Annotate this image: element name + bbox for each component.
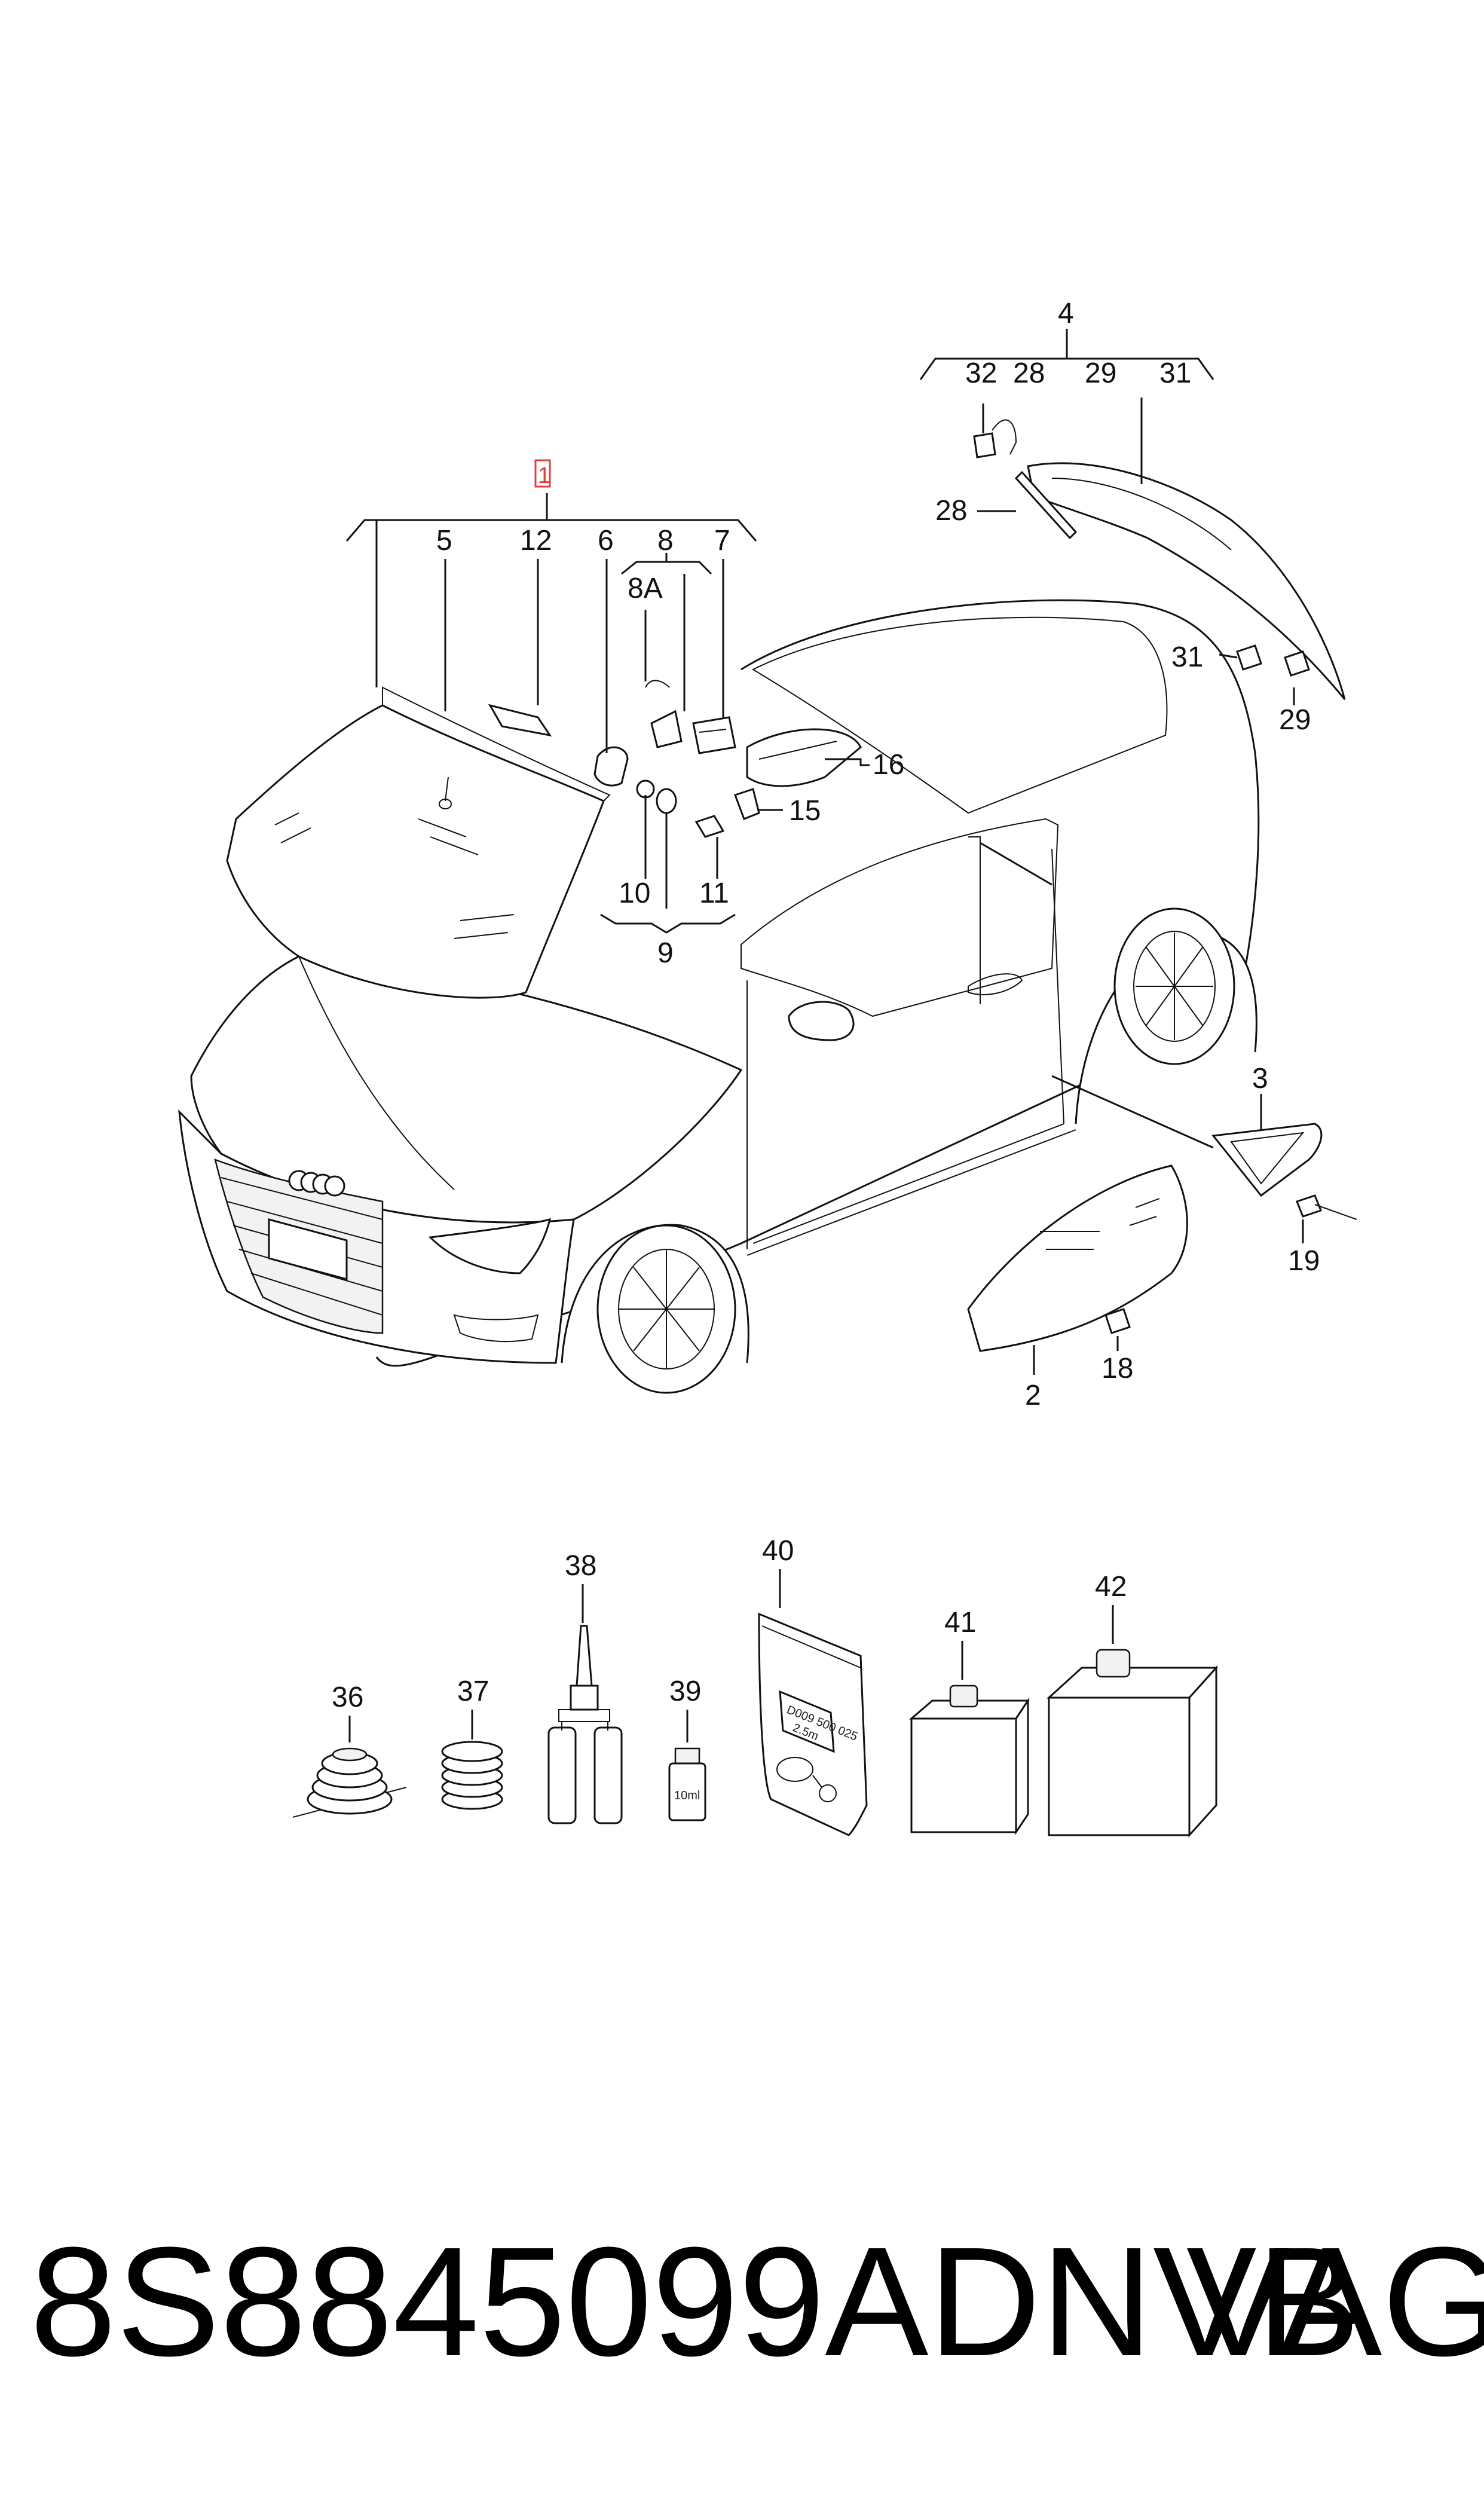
primer-vial: 10ml	[668, 1747, 706, 1821]
callout-3[interactable]: 3	[1252, 1063, 1268, 1095]
callout-7[interactable]: 7	[714, 525, 730, 557]
callout-1[interactable]: 1	[538, 463, 550, 488]
adhesive-pouch: D009 500 025 2.5m	[758, 1612, 868, 1836]
callout-38[interactable]: 38	[565, 1550, 596, 1582]
callout-29-top[interactable]: 29	[1085, 357, 1116, 389]
door-glass	[967, 1164, 1188, 1352]
callout-29[interactable]: 29	[1279, 704, 1311, 736]
brand-label: VAG	[1186, 2215, 1484, 2389]
callout-41[interactable]: 41	[944, 1607, 976, 1638]
callout-39[interactable]: 39	[669, 1676, 701, 1707]
callout-28[interactable]: 28	[935, 495, 967, 527]
cleaner-bottle	[908, 1685, 1030, 1835]
rear-spoiler-assembly	[973, 419, 1346, 700]
coil-spring	[441, 1741, 503, 1810]
callout-8[interactable]: 8	[657, 525, 674, 557]
callout-12[interactable]: 12	[520, 525, 552, 557]
callout-40[interactable]: 40	[762, 1535, 794, 1567]
car-illustration	[178, 599, 1260, 1394]
callout-31-top[interactable]: 31	[1159, 357, 1191, 389]
leader-lines	[345, 329, 1304, 1375]
brand-rings-icon	[288, 1170, 345, 1197]
callout-15[interactable]: 15	[789, 795, 821, 827]
callout-37[interactable]: 37	[457, 1676, 489, 1707]
vial-volume-label: 10ml	[674, 1789, 700, 1802]
callout-42[interactable]: 42	[1095, 1571, 1127, 1603]
callout-16[interactable]: 16	[873, 749, 904, 781]
callout-labels: 1 5 12 6 8 7 8A 10 11 9 16 15 4 32 28 29…	[436, 298, 1320, 1411]
sealing-cord-coil	[292, 1747, 407, 1818]
sensor-components	[593, 680, 862, 838]
dual-cartridge	[547, 1625, 623, 1824]
accessory-kits: 36 37 38 10ml 39	[292, 1535, 1219, 1838]
callout-19[interactable]: 19	[1288, 1245, 1320, 1277]
screw-icon	[1104, 1308, 1131, 1334]
callout-1-box	[534, 459, 551, 488]
callout-11[interactable]: 11	[699, 878, 729, 909]
callout-10[interactable]: 10	[619, 878, 650, 909]
callout-28-top[interactable]: 28	[1013, 357, 1045, 389]
bolt-icon	[1296, 1194, 1322, 1218]
callout-5[interactable]: 5	[436, 525, 452, 557]
callout-31[interactable]: 31	[1171, 641, 1203, 673]
callout-8a[interactable]: 8A	[628, 573, 663, 604]
callout-2[interactable]: 2	[1025, 1380, 1041, 1411]
trim-strip	[488, 704, 552, 737]
callout-4[interactable]: 4	[1058, 298, 1074, 329]
adhesive-canister	[1047, 1649, 1219, 1838]
callout-36[interactable]: 36	[332, 1682, 363, 1713]
part-number: 8S8845099ADNVB	[30, 2215, 1360, 2389]
quarter-glass	[1211, 1123, 1323, 1197]
callout-18[interactable]: 18	[1101, 1353, 1133, 1384]
callout-9[interactable]: 9	[657, 937, 674, 969]
windscreen	[226, 686, 611, 999]
callout-6[interactable]: 6	[598, 525, 614, 557]
callout-32[interactable]: 32	[965, 357, 997, 389]
